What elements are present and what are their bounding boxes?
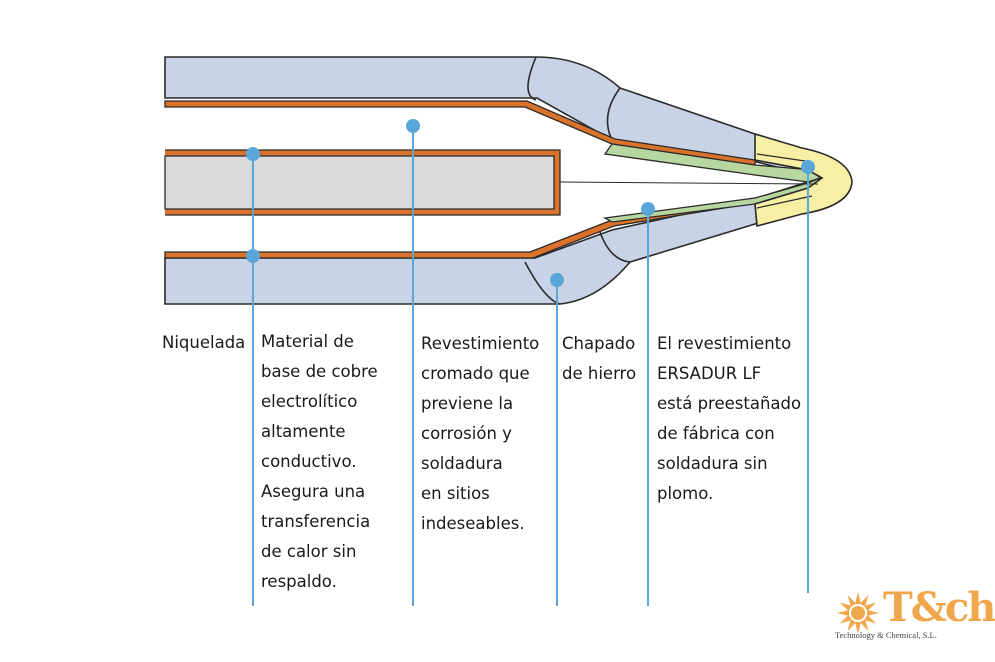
leader-lines xyxy=(252,126,809,606)
ersadur-tip-inner-lines xyxy=(756,153,813,209)
leader-dot-chrome xyxy=(406,119,420,133)
label-chrome-coating: Revestimiento cromado que previene la co… xyxy=(421,334,540,533)
label-niquelada: Niquelada xyxy=(162,333,246,352)
label-ersadur-coating: El revestimiento ERSADUR LF está preesta… xyxy=(657,334,802,503)
sun-icon xyxy=(837,592,879,634)
logo-subtitle: Technology & Chemical, S.L. xyxy=(835,630,937,640)
center-axis-line xyxy=(559,181,819,185)
copper-core-fill xyxy=(164,155,555,210)
leader-dot-niquelada xyxy=(246,147,260,161)
label-iron-plating: Chapado de hierro xyxy=(562,334,637,383)
leader-dot-copper xyxy=(246,249,260,263)
company-logo: T&ch Technology & Chemical, S.L. xyxy=(835,588,995,648)
leader-dot-iron xyxy=(550,273,564,287)
logo-mark: T&ch xyxy=(883,584,995,631)
leader-dot-tip xyxy=(801,160,815,174)
leader-dot-green xyxy=(641,202,655,216)
leader-dots xyxy=(246,119,815,287)
label-copper-base: Material de base de cobre electrolítico … xyxy=(261,332,378,591)
chrome-bend-upper-outline xyxy=(527,56,621,141)
